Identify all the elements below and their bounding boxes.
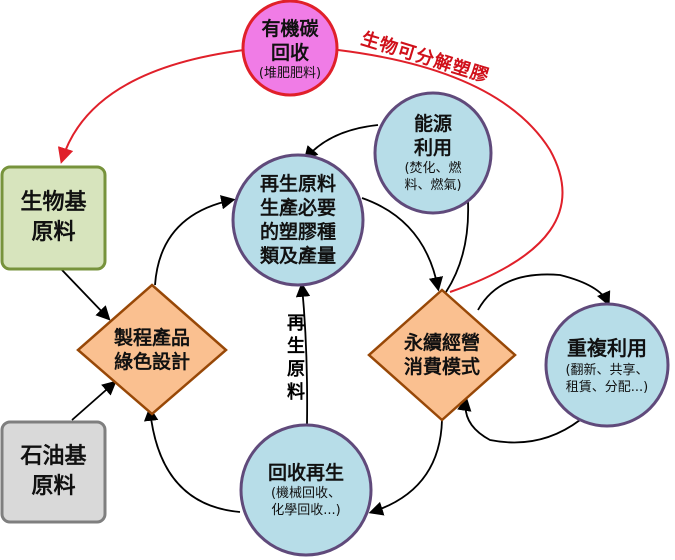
recycled-circle <box>231 153 365 287</box>
petro-node: 石油基 原料 <box>2 422 105 522</box>
vertical-char: 原 <box>287 359 305 380</box>
arrow-bio-to-design <box>61 269 111 321</box>
bio-box <box>0 165 107 271</box>
arrow-recover-to-recycled <box>295 282 311 425</box>
vertical-char: 料 <box>287 382 305 403</box>
recover-node: 回收再生 (機械回收、 化學回收...) <box>241 455 371 525</box>
petro-line2: 原料 <box>31 474 76 499</box>
recycled-line3: 的塑膠種 <box>259 221 336 243</box>
bio-line2: 原料 <box>31 220 76 245</box>
arrow-organic-to-bio <box>57 49 245 164</box>
vertical-char: 生 <box>287 336 305 357</box>
arrow-energy-to-recycled <box>303 124 379 161</box>
energy-sub1: (焚化、燃 <box>404 161 462 176</box>
energy-node: 能源 利用 (焚化、燃 料、燃氣) <box>378 100 488 206</box>
design-diamond <box>76 283 228 416</box>
reuse-sub2: 租賃、分配...) <box>565 380 649 395</box>
arrow-sustain-to-reuse <box>477 273 611 311</box>
organic-sub: (堆肥肥料) <box>258 65 322 81</box>
recover-sub1: (機械回收、 <box>270 486 342 501</box>
sustain-diamond <box>367 288 517 422</box>
recycled-line4: 類及產量 <box>259 245 336 267</box>
arrow-design-to-recycled <box>154 195 236 286</box>
organic-circle <box>241 0 339 97</box>
bio-node: 生物基 原料 <box>2 167 105 269</box>
reuse-title: 重複利用 <box>567 336 647 360</box>
arrow-reuse-to-sustain <box>457 396 581 444</box>
arrow-recover-to-design <box>143 406 241 513</box>
arrow-recycled-to-sustain <box>361 197 444 292</box>
design-line2: 綠色設計 <box>113 351 190 373</box>
recycled-line1: 再生原料 <box>259 173 336 195</box>
organic-title2: 回收 <box>270 41 309 64</box>
recover-sub2: 化學回收...) <box>271 503 341 518</box>
bio-line1: 生物基 <box>20 190 87 215</box>
reuse-node: 重複利用 (翻新、共享、 租賃、分配...) <box>546 330 668 400</box>
design-line1: 製程產品 <box>113 327 190 349</box>
reuse-circle <box>544 302 670 428</box>
design-node: 製程產品 綠色設計 <box>92 320 212 380</box>
organic-title: 有機碳 <box>261 17 319 40</box>
recycled-material-label: 再 生 原 料 <box>285 312 307 404</box>
recycled-line2: 生產必要 <box>259 197 336 219</box>
arrow-petro-to-design <box>71 380 117 421</box>
sustain-node: 永續經營 消費模式 <box>382 325 502 385</box>
energy-line1: 能源 <box>413 113 452 135</box>
reuse-sub1: (翻新、共享、 <box>565 363 649 378</box>
recover-circle <box>239 423 373 557</box>
recover-title: 回收再生 <box>267 462 344 484</box>
organic-node: 有機碳 回收 (堆肥肥料) <box>243 5 337 93</box>
vertical-char: 再 <box>287 313 305 334</box>
energy-sub2: 料、燃氣) <box>404 178 462 193</box>
sustain-line2: 消費模式 <box>403 356 480 378</box>
arrow-sustain-to-energy <box>445 201 470 293</box>
sustain-line1: 永續經營 <box>403 332 480 354</box>
arrow-sustain-to-recover <box>368 419 443 516</box>
arrow-biodegradable <box>337 49 564 293</box>
recycled-node: 再生原料 生產必要 的塑膠種 類及產量 <box>238 168 358 272</box>
petro-line1: 石油基 <box>20 444 87 469</box>
petro-box <box>0 420 107 524</box>
energy-line2: 利用 <box>413 137 452 159</box>
energy-circle <box>373 91 493 215</box>
